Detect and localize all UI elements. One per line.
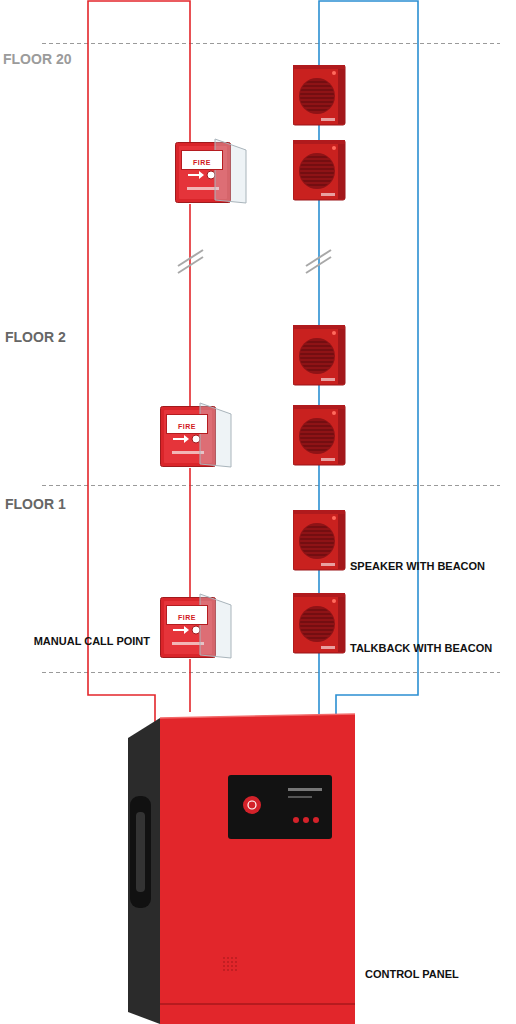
control-panel-body [160, 1003, 355, 1005]
control-panel-body [243, 796, 261, 814]
control-panel-body [227, 965, 229, 967]
control-panel: CONTROL PANEL [128, 712, 355, 1024]
device-label-text: SPEAKER WITH BEACON [350, 560, 485, 572]
node-text: FIRE [178, 423, 196, 430]
manual-call-point: FIRE [175, 142, 247, 204]
manual-call-point: FIREMANUAL CALL POINT [160, 597, 232, 659]
control-panel-body [288, 796, 312, 798]
floor-label-text: FLOOR 20 [3, 51, 71, 67]
manual-call-point: FIRE [160, 406, 232, 468]
control-panel-body [223, 957, 237, 971]
speaker-device [293, 510, 345, 570]
control-panel-body [293, 817, 299, 823]
control-panel-body [288, 788, 322, 791]
control-panel-body [136, 812, 145, 892]
node-text: FIRE [178, 614, 196, 621]
floor-label: FLOOR 2 [5, 327, 66, 346]
call-point-symbol [184, 435, 189, 443]
control-panel-body [303, 817, 309, 823]
call-point-wire [189, 659, 191, 712]
floor-divider [42, 672, 500, 673]
call-point-symbol [192, 435, 200, 443]
node-text: FIRE [193, 159, 211, 166]
speaker-device [293, 405, 345, 465]
speaker-device [293, 65, 345, 125]
control-panel-body [235, 969, 237, 971]
call-point-symbol [188, 174, 199, 176]
break-mark [306, 257, 331, 273]
node-text: MANUAL CALL POINT [34, 635, 150, 647]
control-panel-body [248, 801, 256, 809]
call-point-symbol [200, 594, 231, 658]
break-mark [178, 250, 331, 273]
control-panel-body [227, 969, 229, 971]
call-point-symbol [173, 629, 184, 631]
control-panel-body [160, 714, 355, 1024]
break-mark [306, 250, 331, 266]
control-panel-body [235, 965, 237, 967]
call-point-symbol [200, 403, 231, 467]
control-panel-body [228, 775, 332, 839]
call-point-strip: FIRE [181, 150, 223, 170]
device-label: TALKBACK WITH BEACON [350, 637, 492, 656]
control-panel-body [223, 961, 225, 963]
floor-label: FLOOR 1 [5, 494, 66, 513]
break-mark [178, 257, 203, 273]
call-point-symbol [192, 626, 200, 634]
call-point-symbol [199, 171, 204, 179]
call-point-symbol [207, 171, 215, 179]
control-panel-body [223, 957, 225, 959]
floor-label-text: FLOOR 2 [5, 329, 66, 345]
control-panel-body [223, 965, 225, 967]
control-panel-body [130, 796, 151, 908]
panel-label: CONTROL PANEL [365, 968, 459, 981]
control-panel-body [235, 961, 237, 963]
control-panel-body [223, 969, 225, 971]
device-label: SPEAKER WITH BEACON [350, 555, 485, 574]
call-point-strip: FIRE [166, 414, 208, 434]
floor-label: FLOOR 20 [3, 49, 71, 68]
speaker-device [293, 325, 345, 385]
control-panel-body [160, 714, 355, 718]
control-panel-body [231, 969, 233, 971]
call-point-symbol [173, 438, 184, 440]
control-panel-body [235, 957, 237, 959]
control-panel-body [231, 961, 233, 963]
control-panel-body [227, 957, 229, 959]
control-panel-body [128, 718, 160, 1024]
control-panel-body [313, 817, 319, 823]
speaker-device [293, 593, 345, 653]
floor-divider [42, 43, 500, 44]
floor-divider [42, 485, 500, 486]
call-point-symbol [172, 451, 204, 454]
control-panel-body [231, 965, 233, 967]
control-panel-body [231, 957, 233, 959]
call-point-strip: FIRE [166, 605, 208, 625]
device-label-text: TALKBACK WITH BEACON [350, 642, 492, 654]
call-point-wire [189, 468, 191, 597]
floor-divider [42, 44, 500, 673]
call-point-symbol [187, 187, 219, 190]
speaker-device [293, 65, 345, 653]
call-point-symbol [184, 626, 189, 634]
device-label: MANUAL CALL POINT [34, 635, 150, 648]
break-mark [178, 250, 203, 266]
node-text: CONTROL PANEL [365, 968, 459, 980]
speaker-device [293, 140, 345, 200]
call-point-wire [189, 204, 191, 406]
call-point-symbol [172, 642, 204, 645]
control-panel-body [227, 961, 229, 963]
floor-label-text: FLOOR 1 [5, 496, 66, 512]
call-point-symbol [215, 139, 246, 203]
control-panel-body [128, 712, 355, 1024]
